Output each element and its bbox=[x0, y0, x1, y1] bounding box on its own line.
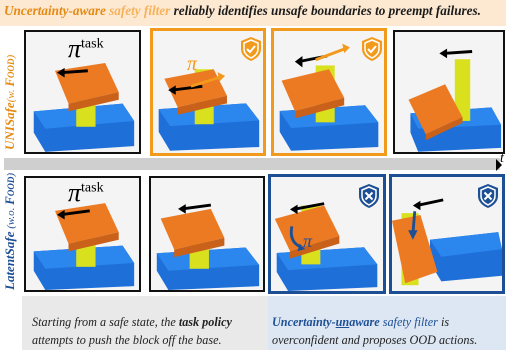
top-panel-3 bbox=[271, 28, 387, 156]
header-safety-filter: safety filter bbox=[106, 3, 170, 18]
top-panel-2: π bbox=[150, 28, 266, 156]
policy-label-top-1: πtask bbox=[68, 34, 104, 64]
header-rest: reliably identifies unsafe boundaries to… bbox=[170, 3, 481, 18]
caption-right: Uncertainty-unaware safety filter is ove… bbox=[272, 313, 506, 349]
policy-label-bottom-3: π bbox=[303, 231, 312, 252]
bottom-panel-1: πtask bbox=[24, 176, 141, 292]
bottom-panel-3: π bbox=[268, 174, 386, 294]
top-panel-4 bbox=[393, 30, 505, 154]
caption-left: Starting from a safe state, the task pol… bbox=[32, 313, 266, 349]
row-label-unisafe: UNISafe(w. Food) bbox=[2, 55, 18, 150]
scene-top-4 bbox=[395, 32, 503, 152]
time-axis bbox=[4, 158, 500, 170]
bottom-panel-2 bbox=[149, 176, 265, 292]
shield-check-icon bbox=[360, 36, 384, 62]
policy-label-bottom-1: πtask bbox=[68, 178, 104, 208]
header-text: Uncertainty-aware safety filter reliably… bbox=[4, 3, 504, 19]
top-panel-1: πtask bbox=[24, 30, 141, 154]
scene-bottom-2 bbox=[151, 178, 263, 290]
bottom-panel-4 bbox=[389, 174, 505, 294]
policy-label-top-2: π bbox=[187, 53, 197, 76]
header-uncertainty-aware: Uncertainty-aware bbox=[4, 3, 106, 18]
time-axis-label: t bbox=[500, 151, 504, 167]
shield-check-icon bbox=[239, 36, 263, 62]
row-label-latentsafe: LatentSafe (w.o. Food) bbox=[2, 173, 18, 290]
shield-x-icon bbox=[357, 183, 381, 209]
shield-x-icon bbox=[476, 183, 500, 209]
